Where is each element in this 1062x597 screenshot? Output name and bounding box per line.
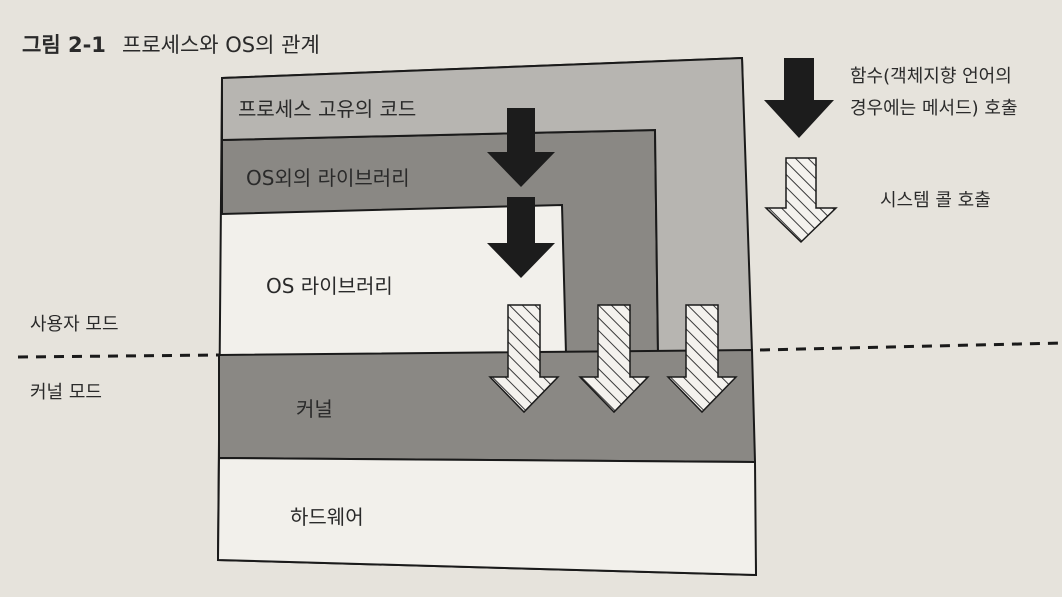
figure-label: 그림 2-1 [22,33,106,57]
function-call-arrow-2 [487,197,555,278]
legend-function-call-line1: 함수(객체지향 언어의 [850,66,1012,87]
legend-function-call-line2: 경우에는 메서드) 호출 [850,98,1018,119]
system-call-arrow-1 [488,304,560,414]
figure-title: 프로세스와 OS의 관계 [122,33,320,57]
label-process-code: 프로세스 고유의 코드 [238,97,416,121]
label-kernel-mode: 커널 모드 [30,382,102,403]
hardware-layer [216,456,758,577]
label-os-library: OS 라이브러리 [266,274,393,298]
label-user-mode: 사용자 모드 [30,314,119,335]
system-call-arrow-2 [578,304,650,414]
legend-system-call-arrow [764,157,838,244]
legend-system-call: 시스템 콜 호출 [880,190,991,211]
label-hardware: 하드웨어 [290,505,364,529]
mode-boundary-right [759,341,1062,352]
label-kernel: 커널 [296,397,333,421]
label-outside-library: OS외의 라이브러리 [246,166,410,190]
system-call-arrow-3 [666,304,738,414]
function-call-arrow-1 [487,108,555,187]
mode-boundary-left [17,353,221,359]
legend-function-call-arrow [764,58,834,138]
